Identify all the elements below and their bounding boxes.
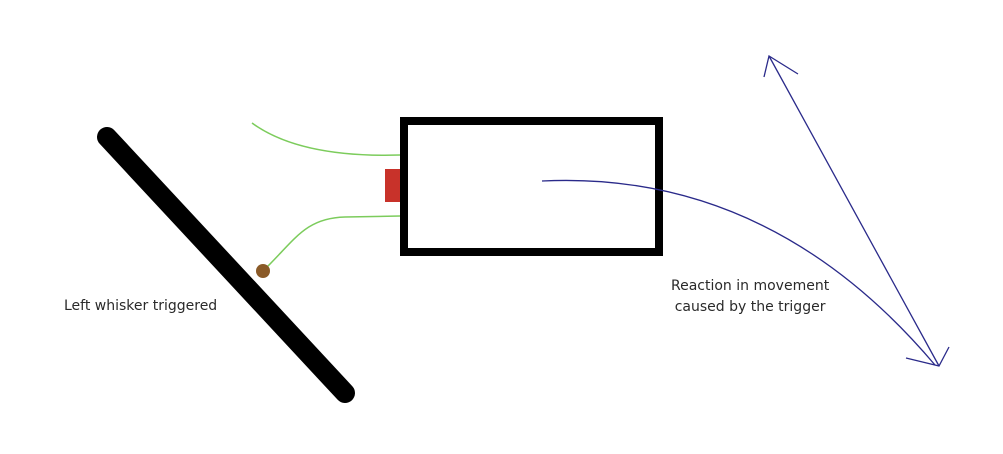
left-whisker-label: Left whisker triggered [64, 298, 218, 314]
reaction-label: Reaction in movement caused by the trigg… [671, 276, 829, 318]
reaction-label-line1: Reaction in movement [671, 278, 830, 294]
movement-path-curve [541, 179, 936, 366]
right-whisker-wire [251, 122, 401, 156]
reaction-label-line2: caused by the trigger [674, 299, 826, 315]
obstacle-bar [97, 127, 355, 403]
robot-body [400, 117, 663, 256]
whisker-contact-point [256, 264, 270, 278]
left-whisker-wire [262, 215, 401, 272]
arrow-head-up-icon [763, 54, 799, 78]
front-sensor [385, 169, 402, 202]
double-arrow-shaft [768, 55, 940, 367]
arrow-head-down-icon [905, 346, 950, 367]
